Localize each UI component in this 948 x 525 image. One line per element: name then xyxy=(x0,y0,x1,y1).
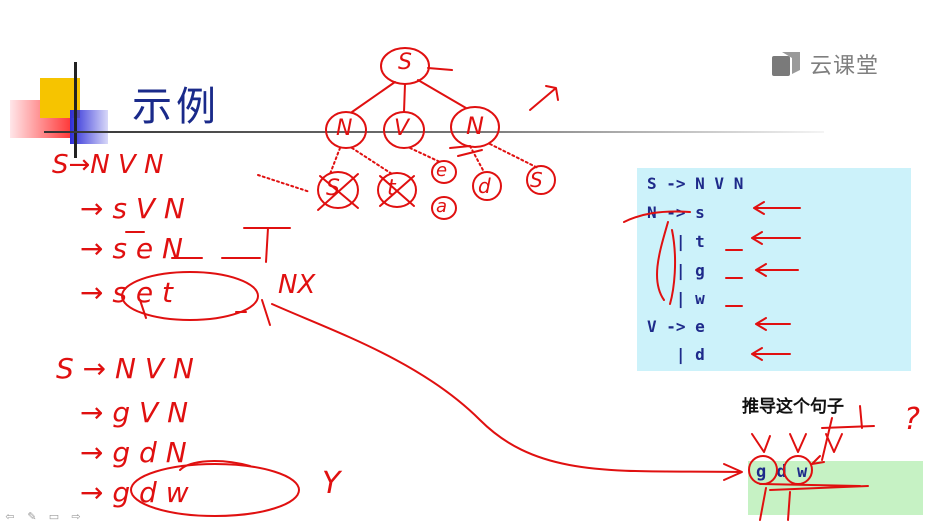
handwritten-line: S → N V N xyxy=(56,352,194,385)
cloud-classroom-logo-icon xyxy=(772,52,800,76)
sentence-words: g d w xyxy=(756,462,808,482)
title-decoration-vline xyxy=(74,62,77,158)
menu-icon[interactable]: ▭ xyxy=(48,510,60,523)
handwritten-line: → s V N xyxy=(80,192,185,225)
title-underline xyxy=(44,131,824,133)
tree-leaf: e xyxy=(436,160,448,181)
sentence-label: 推导这个句子 xyxy=(742,397,844,417)
watermark-text: 云课堂 xyxy=(810,54,880,79)
watermark: 云课堂 xyxy=(772,48,879,80)
grammar-line: | g xyxy=(647,261,705,280)
pen-icon[interactable]: ✎ xyxy=(27,510,37,523)
next-arrow-icon[interactable]: ⇨ xyxy=(71,510,81,523)
handwritten-line: → g V N xyxy=(80,396,189,429)
tree-leaf: S xyxy=(530,168,543,192)
handwritten-line: → s e N xyxy=(80,232,183,265)
tree-node: N xyxy=(466,112,484,140)
question-mark: ? xyxy=(904,402,920,437)
slide-title: 示例 xyxy=(132,84,220,130)
handwritten-line: S→N V N xyxy=(52,150,164,180)
grammar-line: | w xyxy=(647,289,705,308)
handwritten-line: → g d N xyxy=(80,436,187,469)
handwritten-mark: Y xyxy=(322,466,341,501)
tree-leaf: d xyxy=(478,174,491,198)
grammar-line: V -> e xyxy=(647,317,705,336)
grammar-line: | t xyxy=(647,232,705,251)
tree-node: V xyxy=(394,116,410,141)
tree-leaf: a xyxy=(436,196,448,217)
tree-leaf: S xyxy=(326,176,340,201)
tree-node: N xyxy=(336,116,353,141)
handwritten-mark: NX xyxy=(278,270,316,300)
prev-arrow-icon[interactable]: ⇦ xyxy=(5,510,15,523)
grammar-line: | d xyxy=(647,345,705,364)
grammar-line: S -> N V N xyxy=(647,174,744,193)
tree-leaf: t xyxy=(387,176,396,201)
slide-nav: ⇦ ✎ ▭ ⇨ xyxy=(2,510,84,523)
tree-node-root: S xyxy=(398,50,412,75)
handwritten-line: → g d w xyxy=(80,476,189,509)
